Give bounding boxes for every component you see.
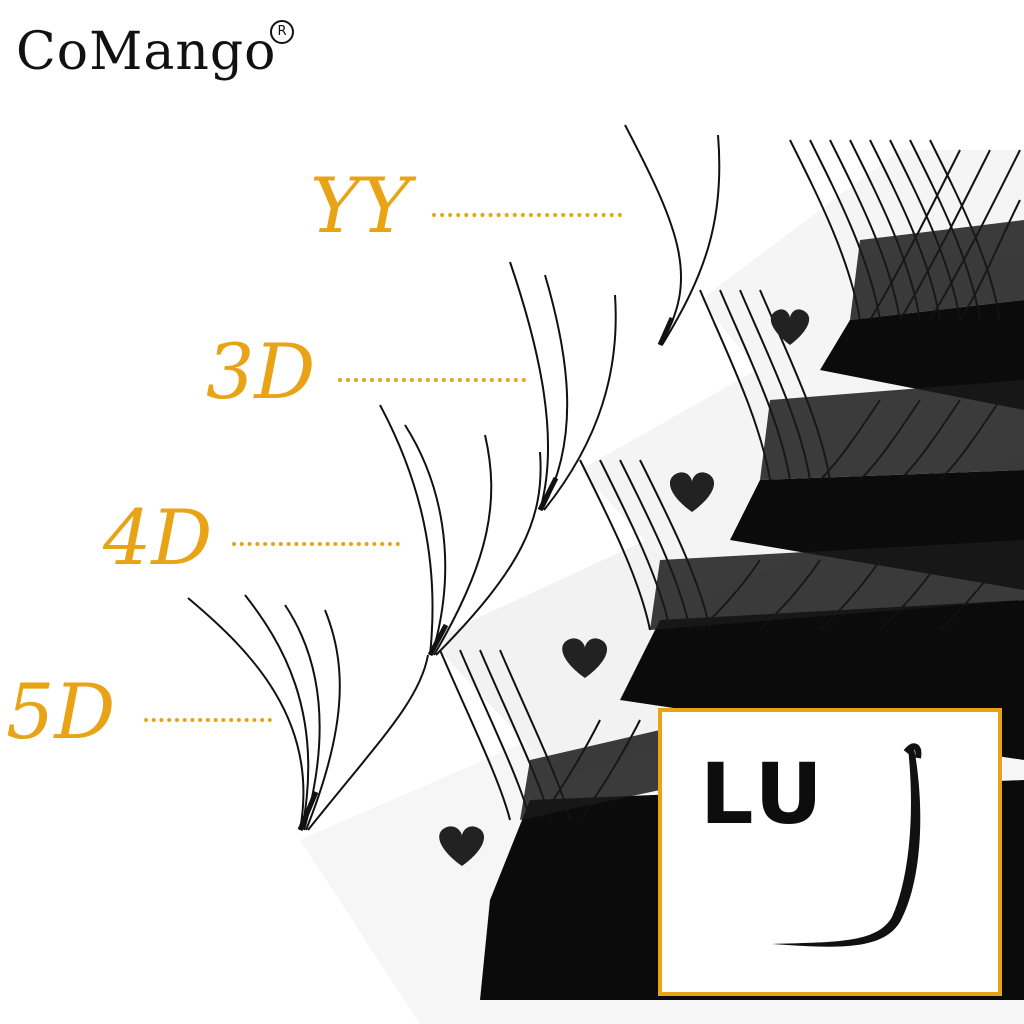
leader-line-5d	[144, 718, 272, 722]
leader-line-3d	[338, 378, 526, 382]
lash-strip	[820, 300, 1024, 410]
3d-fan	[509, 261, 617, 512]
fan-label-yy: YY	[310, 161, 411, 250]
lash-fiber-mass	[520, 220, 1024, 820]
brand-logo: CoMango	[16, 22, 277, 82]
4d-fan	[379, 404, 542, 657]
heart-icons	[439, 309, 810, 866]
fan-label-4d: 4D	[103, 493, 213, 582]
leader-line-yy	[432, 213, 622, 217]
fan-label-5d: 5D	[6, 667, 116, 756]
registered-mark-icon: R	[270, 20, 294, 44]
curl-type-label: LU	[700, 745, 827, 843]
5d-fan	[187, 594, 429, 831]
heart-icon	[562, 638, 608, 678]
yy-fan	[624, 124, 721, 347]
curl-type-box: LU	[658, 708, 1002, 996]
lash-curl-icon	[772, 743, 922, 947]
fan-label-3d: 3D	[206, 327, 316, 416]
leader-line-4d	[232, 542, 400, 546]
heart-icon	[770, 309, 810, 345]
heart-icon	[669, 472, 715, 512]
heart-icon	[439, 826, 485, 866]
